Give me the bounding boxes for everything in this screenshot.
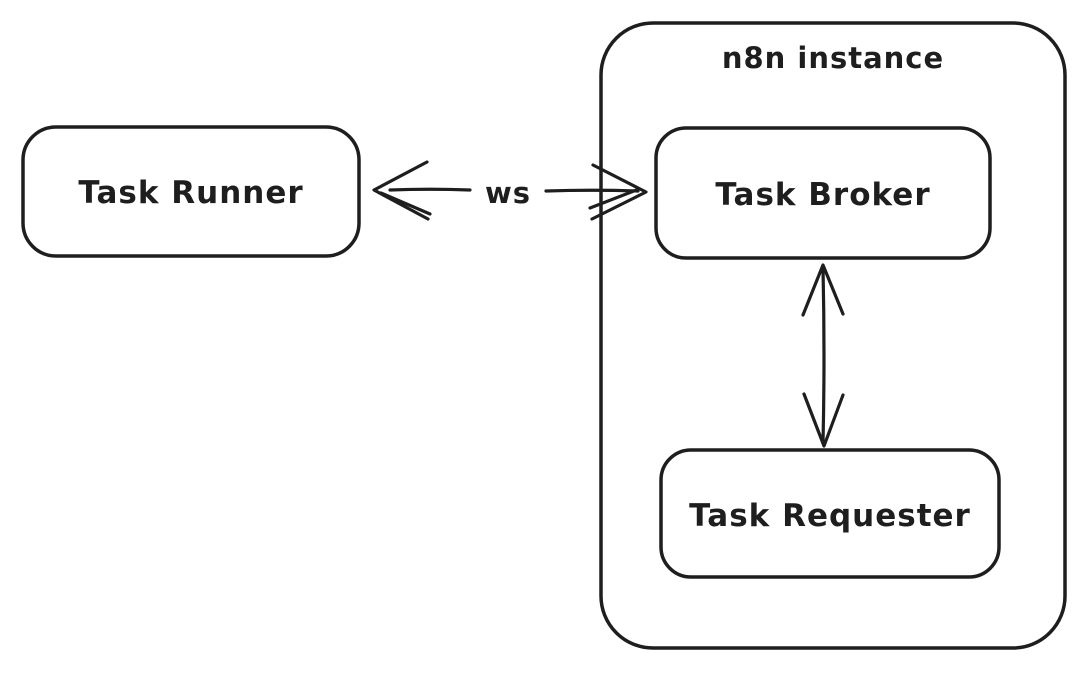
container-n8n-instance-label: n8n instance xyxy=(722,41,944,75)
arrowhead-down-icon xyxy=(802,392,845,448)
edge-runner-broker-line-right xyxy=(544,188,640,193)
node-task-broker-label: Task Broker xyxy=(715,177,930,213)
edge-broker-requester xyxy=(801,263,845,448)
node-task-runner: Task Runner xyxy=(21,125,361,258)
edge-runner-broker-line-left xyxy=(388,187,472,192)
arrowhead-left-overdraw-icon xyxy=(379,191,432,216)
edge-broker-requester-line xyxy=(821,266,826,445)
node-task-broker-outline xyxy=(654,126,992,260)
arrowhead-right-icon xyxy=(590,163,648,221)
node-task-runner-outline xyxy=(21,125,361,258)
node-task-requester-outline xyxy=(659,448,1001,579)
edge-runner-broker-label: ws xyxy=(485,176,531,210)
node-task-requester: Task Requester xyxy=(659,448,1001,579)
node-task-requester-label: Task Requester xyxy=(689,498,971,534)
arrowhead-right-overdraw-icon xyxy=(588,187,641,210)
node-task-runner-label: Task Runner xyxy=(78,175,303,211)
edge-runner-broker: ws xyxy=(372,160,648,221)
arrowhead-up-icon xyxy=(801,263,845,317)
arrowhead-left-icon xyxy=(372,160,430,221)
node-task-broker: Task Broker xyxy=(654,126,992,260)
